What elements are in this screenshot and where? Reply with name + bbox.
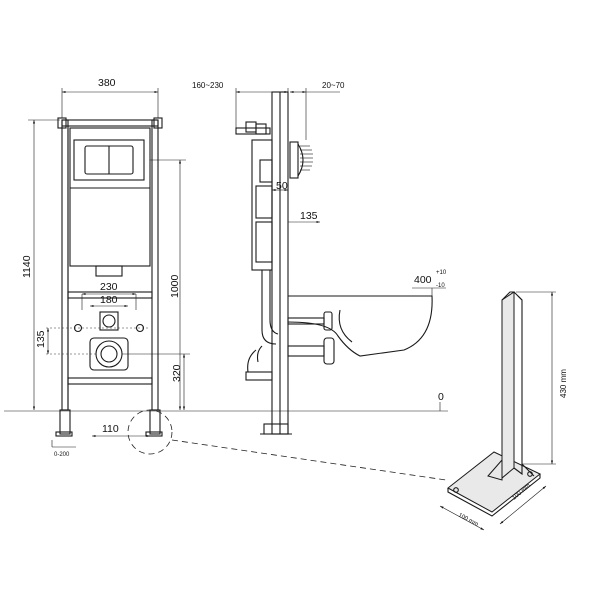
- tol-minus: -10: [436, 283, 445, 289]
- dim-135-side: 135: [300, 210, 318, 222]
- dim-1000: 1000: [169, 274, 181, 298]
- dim-0-200: 0-200: [54, 452, 70, 458]
- dim-180: 180: [100, 294, 118, 306]
- dim-160-230: 160~230: [192, 81, 224, 90]
- side-view: [235, 91, 433, 435]
- flush-plate-ribs: [300, 145, 313, 171]
- leg-detail: [447, 291, 541, 517]
- dim-135-front: 135: [35, 330, 47, 348]
- dim-110: 110: [102, 423, 119, 435]
- front-view-frame: [55, 117, 163, 437]
- dim-230: 230: [100, 281, 118, 293]
- detail-dimensions: [439, 291, 556, 531]
- dim-100mm-w: 100 mm: [457, 512, 479, 527]
- dim-zero: 0: [438, 391, 444, 403]
- dim-380: 380: [98, 77, 116, 89]
- dim-320: 320: [171, 364, 183, 382]
- toilet-bowl: [287, 295, 433, 357]
- dim-1140: 1140: [21, 255, 33, 278]
- front-dimensions: [28, 88, 447, 481]
- dim-50: 50: [276, 180, 288, 192]
- dim-400: 400: [414, 274, 432, 286]
- side-dimensions: [235, 88, 446, 411]
- dim-430mm: 430 mm: [559, 369, 568, 398]
- tol-plus: +10: [436, 270, 447, 276]
- dim-20-70: 20~70: [322, 81, 345, 90]
